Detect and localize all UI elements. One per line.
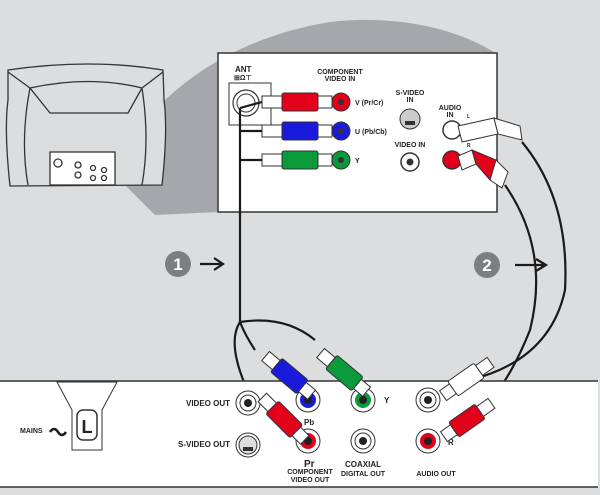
cable-pb — [238, 321, 256, 351]
player-plug-blue — [261, 350, 317, 400]
video-out-label: VIDEO OUT — [186, 399, 230, 408]
svideo-out-label: S-VIDEO OUT — [178, 440, 230, 449]
component-in-label-1: COMPONENT — [317, 69, 363, 76]
player-plug-audio-red — [439, 397, 496, 443]
audio-in-label-1: AUDIO — [439, 105, 462, 112]
y-label: Y — [355, 158, 360, 165]
pr-label: Pr — [304, 459, 315, 470]
audio-out-l-jack — [415, 387, 441, 413]
player-plug-red — [257, 392, 310, 445]
tv-plug-green — [261, 150, 333, 170]
ant-label: ANT — [235, 65, 252, 74]
tv-jack-y — [331, 150, 351, 170]
u-label: U (Pb/Cb) — [355, 129, 387, 136]
y-out-jack — [350, 387, 376, 413]
mains-socket: L — [56, 381, 118, 451]
v-label: V (Pr/Cr) — [355, 100, 383, 107]
tv-jack-v — [331, 92, 351, 112]
ant-symbols: ⊞Ω⊤ — [234, 74, 252, 82]
step-2: 2 — [474, 252, 549, 278]
ac-tilde-icon — [48, 427, 68, 437]
audio-out-r-label: R — [448, 438, 454, 447]
audio-in-r-jack — [442, 150, 462, 170]
step-1-number: 1 — [173, 255, 182, 274]
svideo-in-jack — [399, 108, 421, 130]
cable-audio-red — [487, 184, 538, 403]
audio-out-label: AUDIO OUT — [416, 471, 456, 478]
audio-in-l-jack — [442, 120, 462, 140]
step-1: 1 — [165, 251, 225, 277]
y-out-label: Y — [384, 396, 390, 405]
tv-audio-plug-red — [457, 149, 509, 189]
audio-in-label-2: IN — [447, 112, 454, 119]
tv-jack-u — [331, 121, 351, 141]
tv-back-illustration — [5, 63, 167, 187]
arrow-right-icon — [515, 258, 549, 272]
step-2-number: 2 — [482, 256, 491, 275]
mains-label: MAINS — [20, 428, 43, 435]
component-out-label-1: COMPONENT — [287, 469, 333, 476]
svideo-out-jack — [235, 432, 261, 458]
player-plug-audio-white — [438, 356, 495, 402]
arrow-right-icon — [200, 257, 225, 271]
tv-audio-plug-white — [457, 117, 523, 143]
mains-plug-letter: L — [82, 417, 93, 437]
video-in-label: VIDEO IN — [395, 142, 426, 149]
coaxial-label-1: COAXIAL — [345, 460, 381, 469]
svideo-in-label-1: S-VIDEO — [396, 90, 425, 97]
tv-plug-blue — [261, 121, 333, 141]
coaxial-out-jack — [350, 428, 376, 454]
audio-out-r-jack — [415, 428, 441, 454]
video-in-jack — [400, 152, 420, 172]
player-plug-green — [316, 347, 372, 397]
audio-in-l-label: L — [467, 114, 470, 120]
tv-plug-red — [261, 92, 333, 112]
svideo-in-label-2: IN — [407, 97, 414, 104]
coaxial-label-2: DIGITAL OUT — [341, 471, 386, 478]
cable-audio-white — [469, 141, 567, 382]
video-out-jack — [235, 390, 261, 416]
component-in-label-2: VIDEO IN — [325, 76, 356, 83]
pb-label: Pb — [304, 418, 314, 427]
cable-y — [239, 319, 316, 341]
audio-in-r-label: R — [467, 143, 471, 149]
component-out-label-2: VIDEO OUT — [291, 477, 330, 484]
